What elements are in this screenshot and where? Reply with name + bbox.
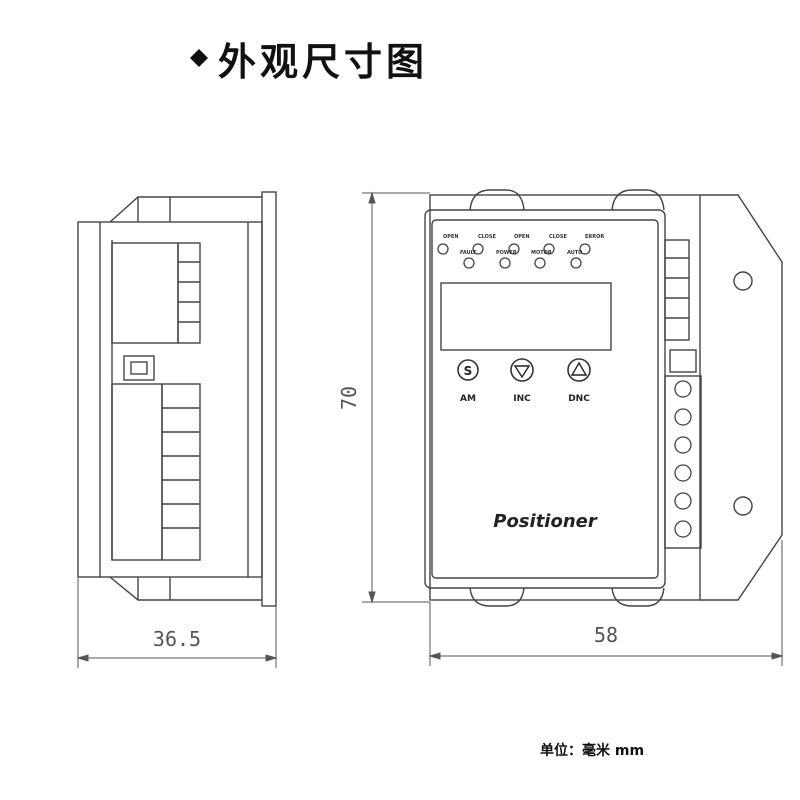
front-terminal-block <box>664 375 702 549</box>
side-view <box>77 191 277 607</box>
height-dimension <box>362 191 430 604</box>
led-open-2 <box>508 243 520 255</box>
led-power <box>499 257 511 269</box>
triangle-down-icon <box>513 365 531 379</box>
side-flange <box>261 191 277 607</box>
mount-hole-top <box>733 271 753 291</box>
led-motor <box>534 257 546 269</box>
dnc-button[interactable] <box>567 358 591 382</box>
bottom-tab-left <box>469 587 525 607</box>
inc-button-label: INC <box>513 394 531 404</box>
dnc-button-label: DNC <box>568 394 590 404</box>
led-open-1 <box>437 243 449 255</box>
front-connector-upper <box>664 239 690 341</box>
unit-label: 单位：毫米 mm <box>540 743 645 759</box>
led-fault <box>463 257 475 269</box>
front-panel <box>431 219 659 579</box>
height-label: 70 <box>337 386 361 410</box>
side-terminal-block <box>111 383 163 561</box>
mount-hole-bottom <box>733 496 753 516</box>
side-width-dimension <box>76 578 278 668</box>
side-connector-upper <box>111 242 179 344</box>
side-connector-upper-plug <box>177 242 201 344</box>
triangle-up-icon <box>570 361 588 376</box>
front-width-label: 58 <box>594 623 618 647</box>
terminal-screw <box>674 408 692 426</box>
front-view <box>424 189 783 607</box>
led-error <box>579 243 591 255</box>
am-button-glyph: S <box>464 364 473 378</box>
side-terminal-block-front <box>161 383 201 561</box>
led-label: AUTO <box>567 250 582 256</box>
title-text: 外观尺寸图 <box>218 39 429 84</box>
terminal-screws <box>674 380 692 538</box>
top-tab-right <box>611 189 665 211</box>
led-label: FAULT <box>460 250 477 256</box>
terminal-screw <box>674 520 692 538</box>
led-label: CLOSE <box>549 234 568 240</box>
side-top-bevel <box>109 196 262 223</box>
side-connector-small <box>123 355 155 381</box>
led-label: POWER <box>496 250 517 256</box>
lcd-display <box>440 282 612 351</box>
front-connector-small <box>669 349 697 373</box>
control-buttons: S AM INC DNC <box>457 358 591 404</box>
side-width-label: 36.5 <box>153 627 201 651</box>
front-width-dimension <box>428 540 784 666</box>
inc-button[interactable] <box>510 358 534 382</box>
bottom-tab-right <box>611 587 665 607</box>
led-label: OPEN <box>514 234 530 240</box>
side-body-outline <box>77 221 263 578</box>
led-indicators <box>437 243 591 269</box>
front-mount-plate <box>700 194 783 601</box>
led-label: CLOSE <box>478 234 497 240</box>
led-label: MOTOR <box>531 250 552 256</box>
led-label: ERROR <box>585 234 604 240</box>
led-label: OPEN <box>443 234 459 240</box>
front-back-plate <box>429 194 701 601</box>
terminal-screw <box>674 436 692 454</box>
led-close-2 <box>543 243 555 255</box>
am-button[interactable]: S <box>457 359 479 381</box>
led-auto <box>570 257 582 269</box>
diamond-icon <box>190 49 208 67</box>
am-button-label: AM <box>460 394 476 404</box>
top-tab-left <box>469 189 525 211</box>
brand-label: Positioner <box>493 511 598 532</box>
led-close-1 <box>472 243 484 255</box>
terminal-screw <box>674 492 692 510</box>
terminal-screw <box>674 464 692 482</box>
page-title: 外观尺寸图 <box>190 30 428 86</box>
terminal-screw <box>674 380 692 398</box>
side-bottom-bevel <box>109 576 262 601</box>
